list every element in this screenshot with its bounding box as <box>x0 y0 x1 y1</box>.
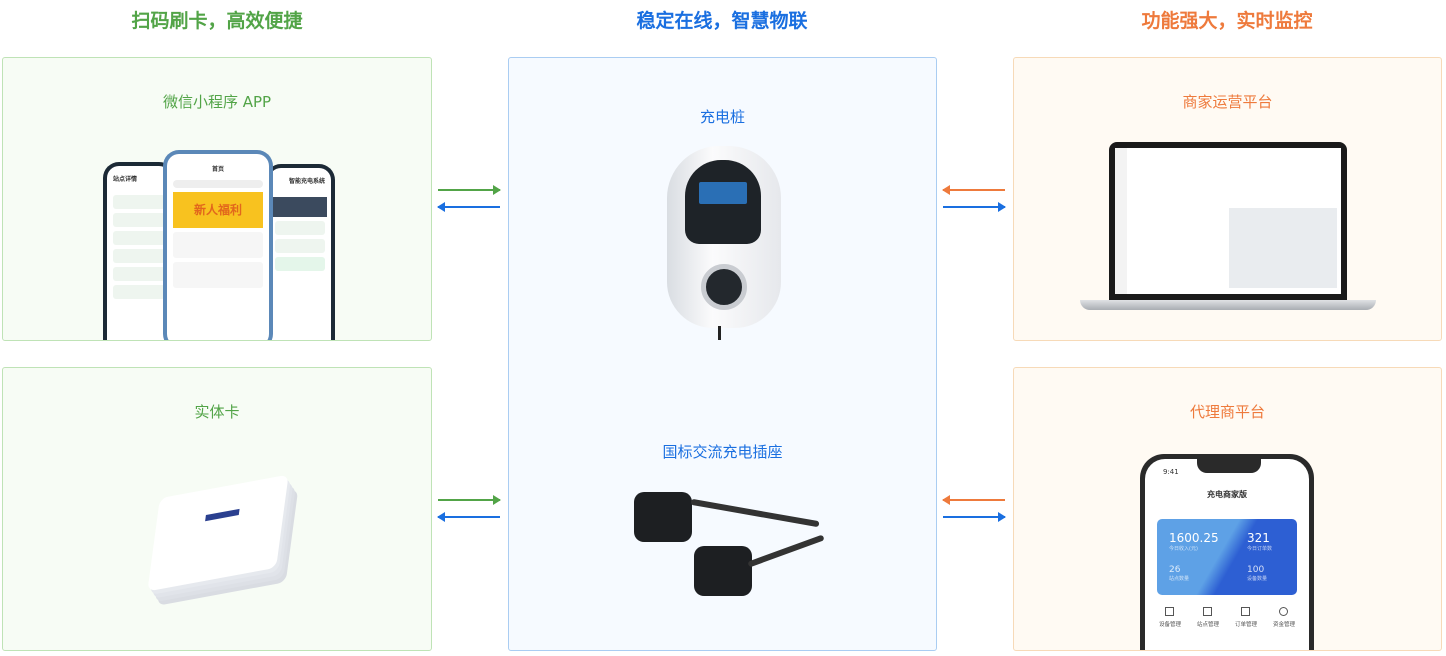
socket-image <box>634 488 825 598</box>
socket-label: 国标交流充电插座 <box>662 443 783 461</box>
stat-label: 今日订单数 <box>1247 546 1273 552</box>
stat-value: 100 <box>1247 565 1265 575</box>
miniapp-label: 微信小程序 APP <box>162 93 272 111</box>
agent-label: 代理商平台 <box>1189 403 1265 421</box>
merchant-label: 商家运营平台 <box>1182 93 1273 111</box>
arrow-right-icon <box>438 185 501 195</box>
arrow-left-icon <box>942 495 1005 505</box>
app-title: 充电商家版 <box>1207 490 1247 499</box>
status-time: 9:41 <box>1163 468 1179 476</box>
arrow-left-icon <box>437 202 500 212</box>
phone-right-title: 智能充电系统 <box>288 178 325 185</box>
stat-label: 今日收入(元) <box>1169 546 1198 552</box>
stat-value: 26 <box>1169 565 1181 575</box>
header-left: 扫码刷卡，高效便捷 <box>131 10 303 32</box>
stat-value: 321 <box>1247 531 1270 545</box>
stat-label: 站点数量 <box>1169 576 1190 582</box>
charger-label: 充电桩 <box>699 108 745 126</box>
menu-funds[interactable]: 资金管理 <box>1273 607 1295 628</box>
charger-image <box>667 146 781 328</box>
stat-label: 设备数量 <box>1247 576 1268 582</box>
arrow-right-icon <box>943 512 1006 522</box>
phone-right: 智能充电系统 <box>265 164 335 340</box>
card-label: 实体卡 <box>194 403 240 421</box>
menu-device[interactable]: 设备管理 <box>1159 607 1181 628</box>
menu-station[interactable]: 站点管理 <box>1197 607 1219 628</box>
menu-order[interactable]: 订单管理 <box>1235 607 1257 628</box>
device-panel: 充电桩 国标交流充电插座 <box>508 57 937 651</box>
header-center: 稳定在线，智慧物联 <box>636 10 808 32</box>
arrow-left-icon <box>942 185 1005 195</box>
phone-center-title: 首页 <box>211 166 224 173</box>
phone-left-title: 站点详情 <box>113 176 138 183</box>
arrow-right-icon <box>438 495 501 505</box>
miniapp-panel: 微信小程序 APP 站点详情 智能充电系统 首页 新人福利 <box>2 57 432 341</box>
promo-banner: 新人福利 <box>173 192 263 228</box>
phone-center: 首页 新人福利 <box>163 150 273 340</box>
arrow-right-icon <box>943 202 1006 212</box>
stat-value: 1600.25 <box>1169 531 1219 545</box>
header-right: 功能强大，实时监控 <box>1141 10 1313 32</box>
arrow-left-icon <box>437 512 500 522</box>
laptop-image <box>1109 142 1347 300</box>
rfid-card-stack <box>147 474 289 592</box>
card-panel: 实体卡 <box>2 367 432 651</box>
merchant-panel: 商家运营平台 <box>1013 57 1442 341</box>
